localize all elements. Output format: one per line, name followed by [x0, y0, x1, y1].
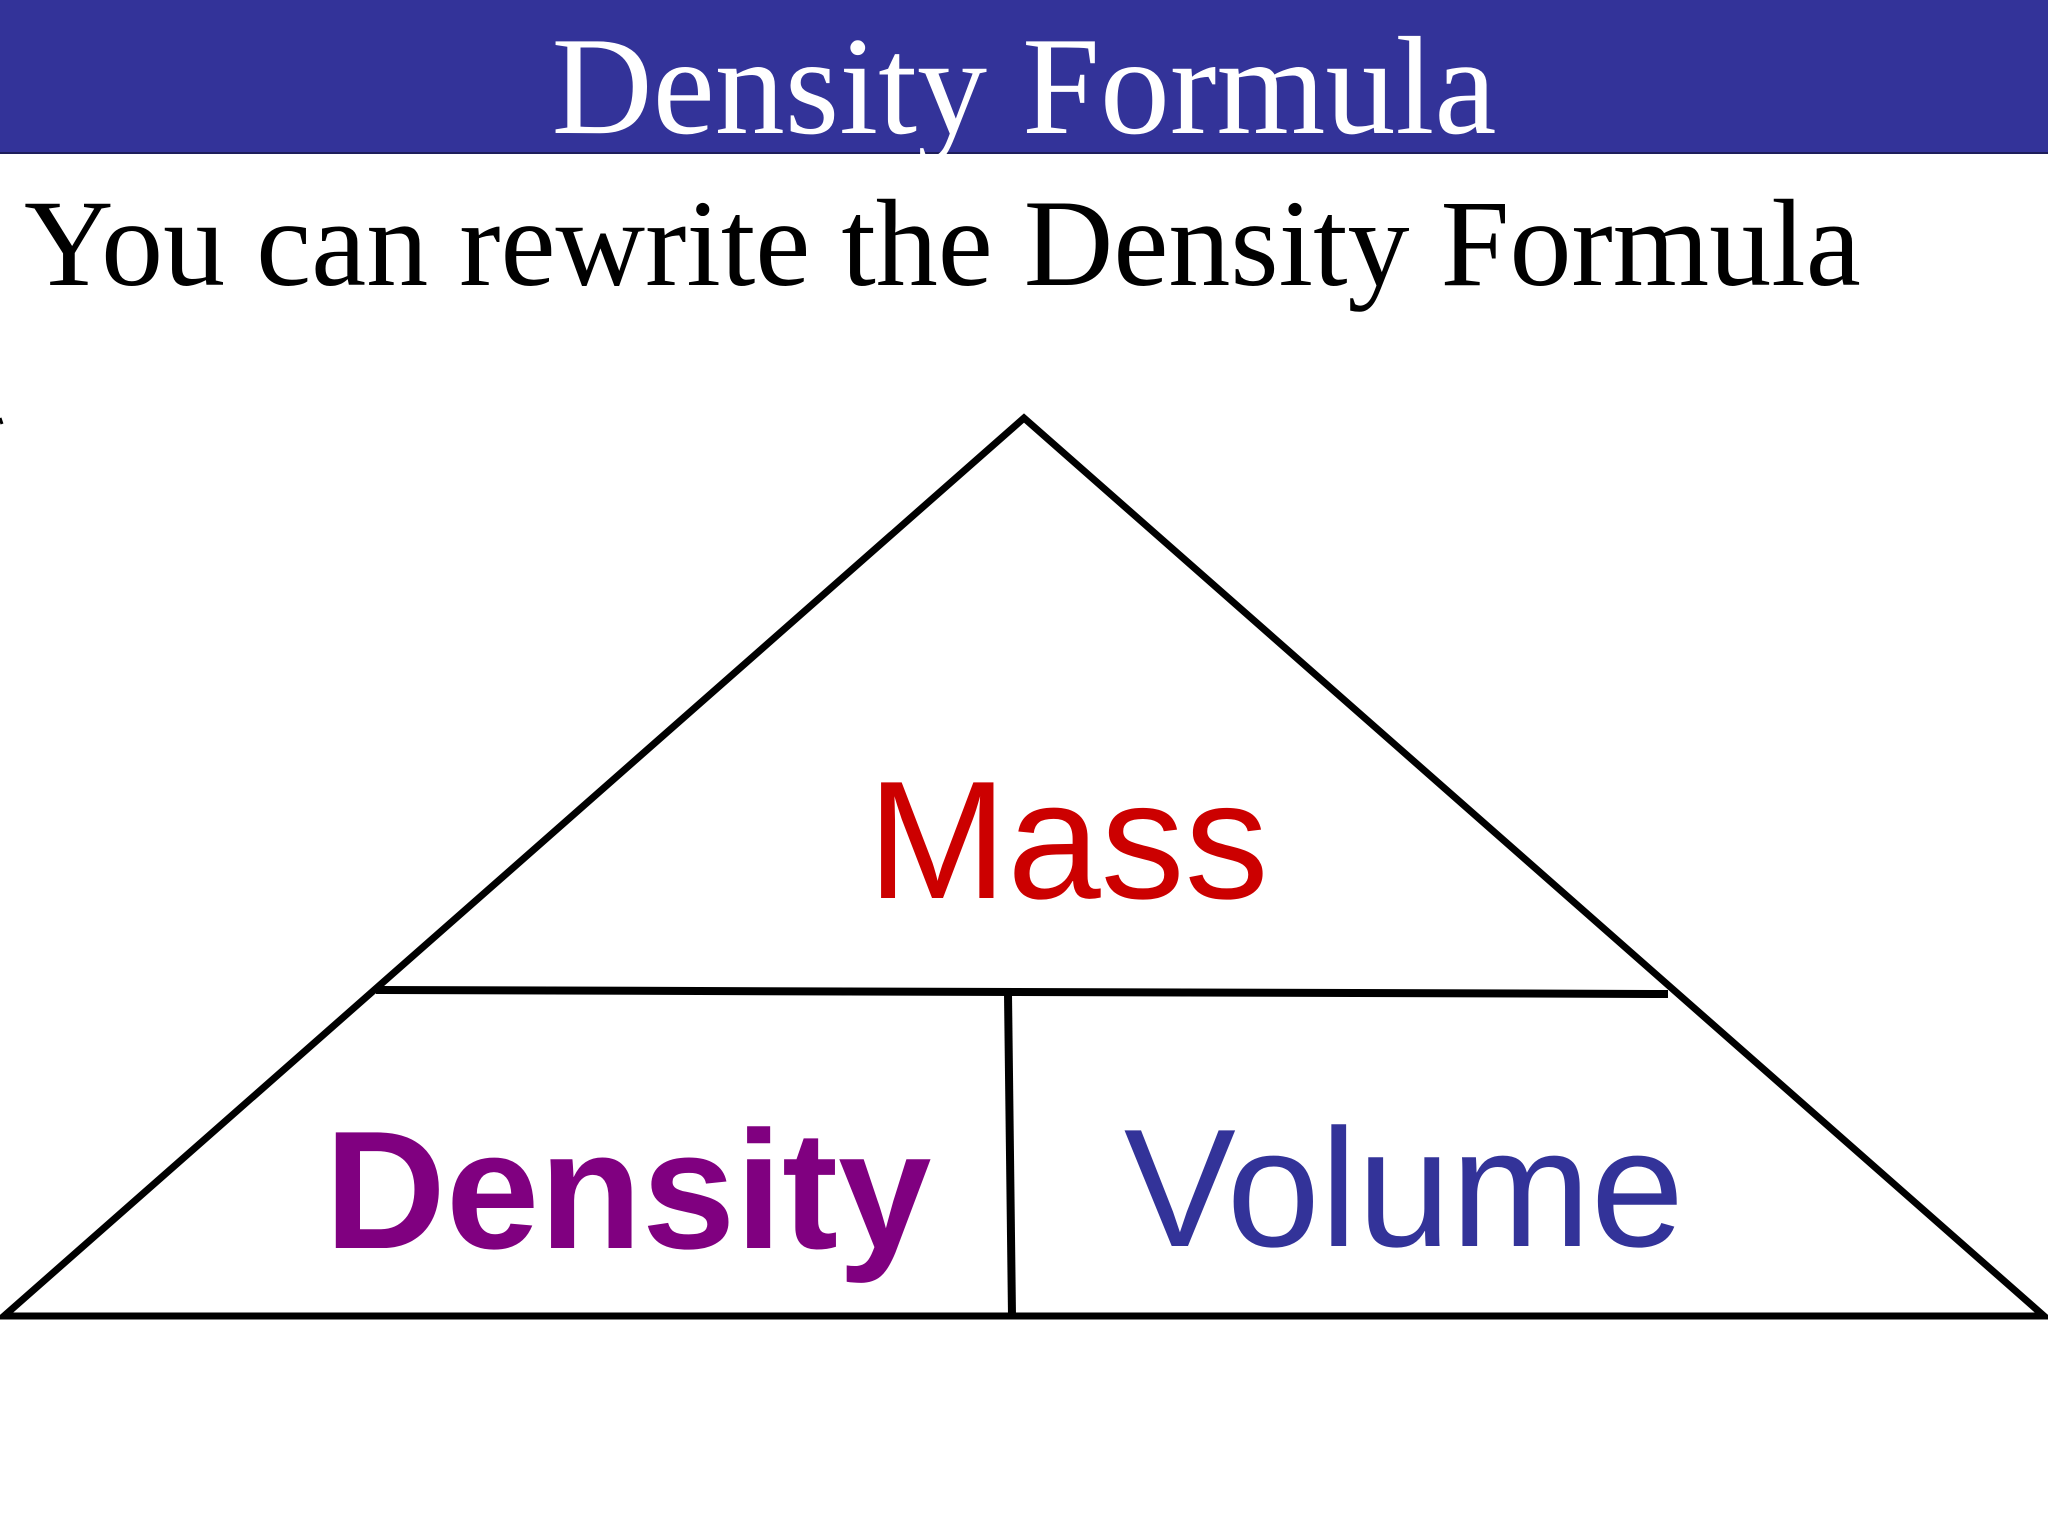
slide-subtitle: You can rewrite the Density Formula: [24, 175, 1861, 312]
triangle-outline: [0, 413, 2048, 1320]
horizontal-divider: [375, 986, 1669, 998]
volume-label: Volume: [1124, 1094, 1684, 1282]
vertical-divider: [1004, 993, 1016, 1317]
density-label: Density: [325, 1096, 932, 1284]
slide-title: Density Formula: [551, 9, 1497, 164]
edge-mark: [0, 417, 4, 425]
mass-label: Mass: [867, 746, 1268, 934]
title-bar: Density Formula: [0, 0, 2048, 162]
